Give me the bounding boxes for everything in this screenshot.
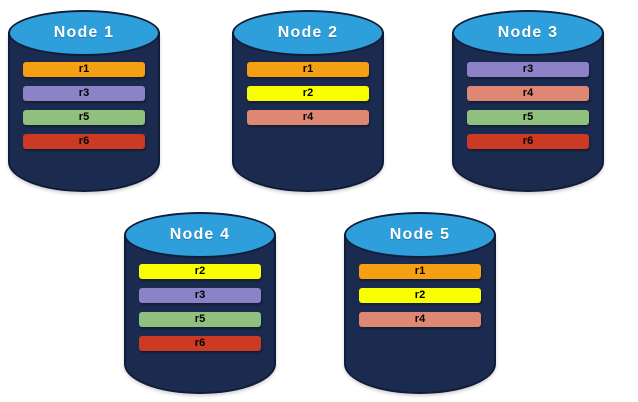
replica-bar[interactable]: r4 <box>467 86 589 101</box>
replica-list: r1 r2 r4 <box>359 264 481 327</box>
replica-list: r2 r3 r5 r6 <box>139 264 261 351</box>
replica-bar[interactable]: r1 <box>23 62 145 77</box>
replica-bar[interactable]: r2 <box>359 288 481 303</box>
replica-bar[interactable]: r5 <box>467 110 589 125</box>
replica-list: r1 r3 r5 r6 <box>23 62 145 149</box>
database-node-2[interactable]: Node 2 r1 r2 r4 <box>232 10 384 196</box>
replica-bar[interactable]: r6 <box>139 336 261 351</box>
replica-bar[interactable]: r1 <box>247 62 369 77</box>
replica-bar[interactable]: r6 <box>467 134 589 149</box>
database-node-1[interactable]: Node 1 r1 r3 r5 r6 <box>8 10 160 196</box>
replica-bar[interactable]: r6 <box>23 134 145 149</box>
node-label: Node 3 <box>497 24 559 41</box>
node-label: Node 2 <box>277 24 339 41</box>
replica-bar[interactable]: r5 <box>23 110 145 125</box>
replica-bar[interactable]: r3 <box>23 86 145 101</box>
replica-list: r1 r2 r4 <box>247 62 369 125</box>
cylinder-top-icon <box>8 10 160 56</box>
replica-bar[interactable]: r4 <box>359 312 481 327</box>
database-node-5[interactable]: Node 5 r1 r2 r4 <box>344 212 496 398</box>
replica-list: r3 r4 r5 r6 <box>467 62 589 149</box>
database-node-4[interactable]: Node 4 r2 r3 r5 r6 <box>124 212 276 398</box>
cylinder-top-icon <box>344 212 496 258</box>
cylinder-top-icon <box>232 10 384 56</box>
cylinder-top-icon <box>124 212 276 258</box>
replica-bar[interactable]: r3 <box>467 62 589 77</box>
replica-bar[interactable]: r2 <box>247 86 369 101</box>
database-node-3[interactable]: Node 3 r3 r4 r5 r6 <box>452 10 604 196</box>
replica-bar[interactable]: r1 <box>359 264 481 279</box>
replica-bar[interactable]: r4 <box>247 110 369 125</box>
node-label: Node 5 <box>389 226 451 243</box>
node-label: Node 1 <box>53 24 115 41</box>
node-label: Node 4 <box>169 226 231 243</box>
replica-bar[interactable]: r2 <box>139 264 261 279</box>
cylinder-top-icon <box>452 10 604 56</box>
replica-bar[interactable]: r3 <box>139 288 261 303</box>
replica-bar[interactable]: r5 <box>139 312 261 327</box>
